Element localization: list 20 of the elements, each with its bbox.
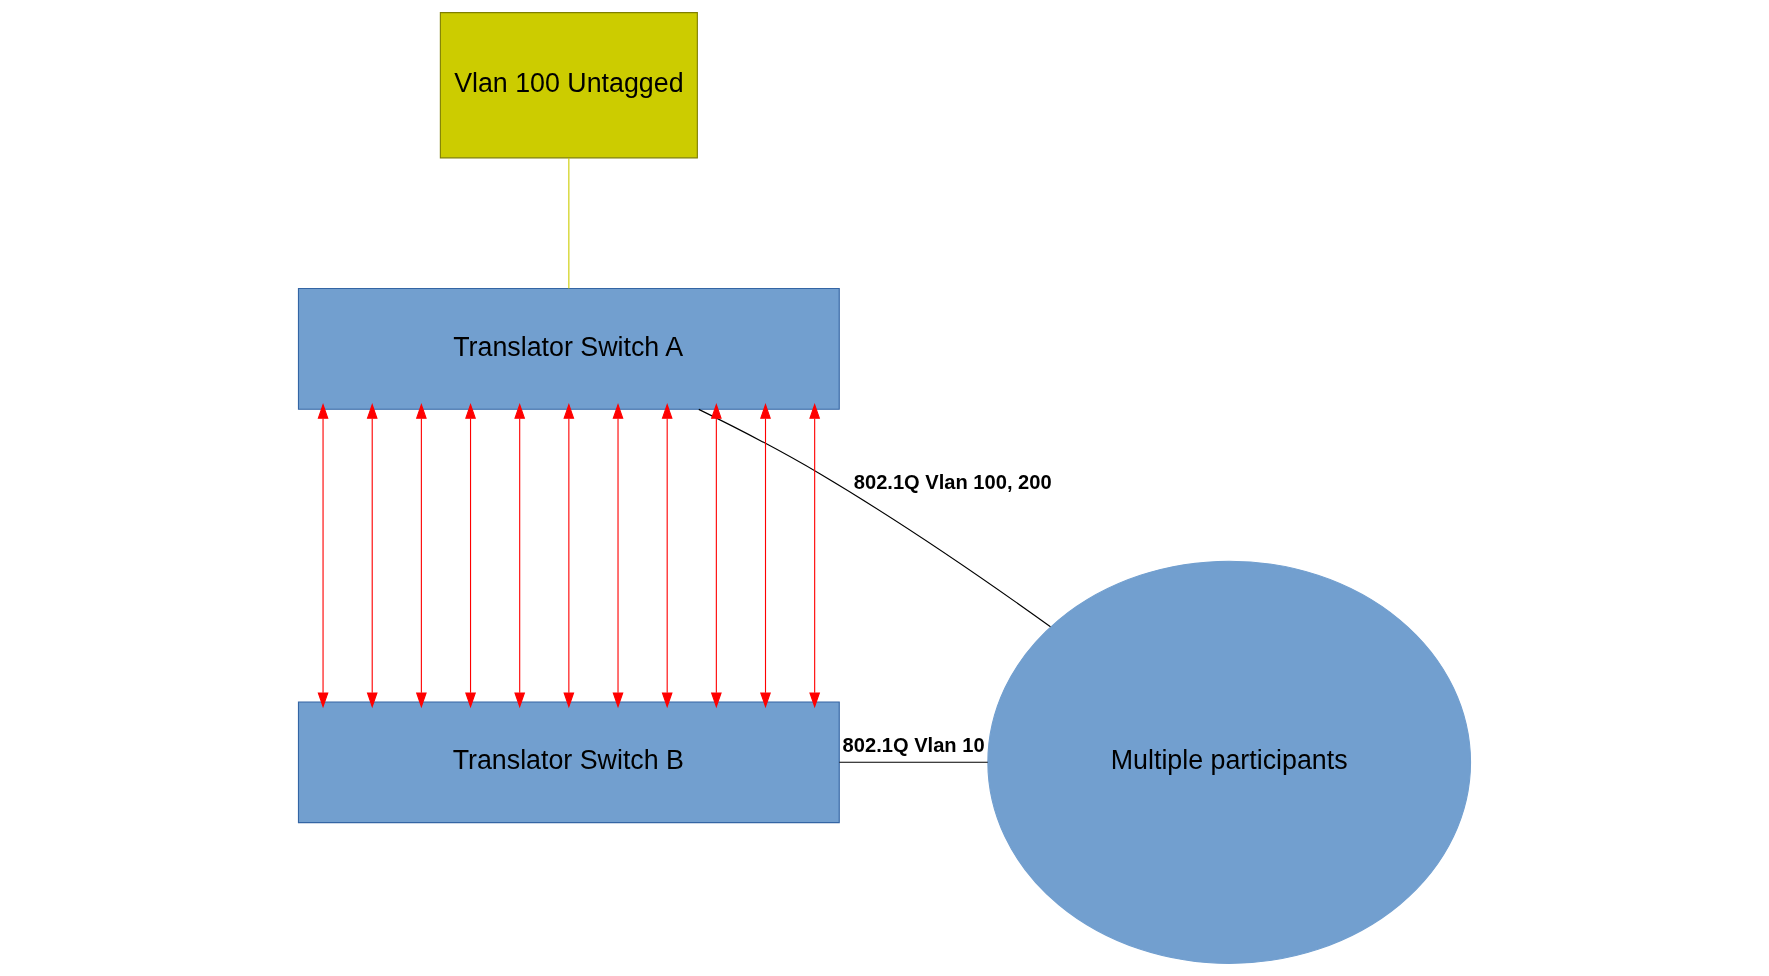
arrow xyxy=(514,403,526,709)
arrow xyxy=(760,403,771,709)
arrow xyxy=(710,403,722,709)
connector xyxy=(838,761,989,763)
arrow xyxy=(563,403,575,709)
arrow xyxy=(366,403,378,709)
edge-label: 802.1Q Vlan 100, 200 xyxy=(853,471,1052,494)
connector xyxy=(568,157,570,290)
arrow xyxy=(809,403,821,709)
node-ellipse: Multiple participants xyxy=(987,560,1472,964)
connector xyxy=(698,408,1052,628)
arrow xyxy=(317,403,329,709)
node-box: Vlan 100 Untagged xyxy=(439,12,698,159)
arrow xyxy=(612,403,624,709)
arrow xyxy=(465,403,476,709)
arrow xyxy=(415,403,427,709)
arrow xyxy=(661,403,673,709)
node-box: Translator Switch B xyxy=(297,701,840,824)
edge-label: 802.1Q Vlan 10 xyxy=(842,733,985,756)
node-box: Translator Switch A xyxy=(297,288,840,410)
